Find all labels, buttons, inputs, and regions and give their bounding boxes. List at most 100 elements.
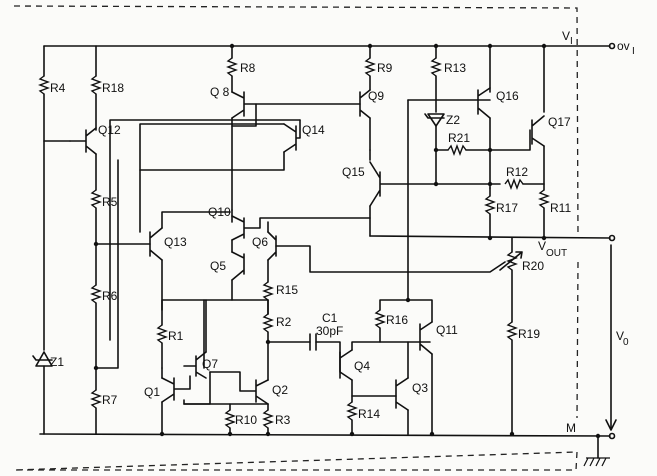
r16-lead-top <box>379 299 409 311</box>
junction-dot <box>405 297 411 303</box>
r2-resistor <box>262 313 274 333</box>
vi-out-label: ov <box>617 39 630 53</box>
r21-resistor <box>447 144 467 156</box>
feedback-wire <box>95 159 119 369</box>
z2-label: Z2 <box>446 113 460 127</box>
r10-label: R10 <box>235 413 257 427</box>
r2-label: R2 <box>276 315 292 329</box>
r14-resistor <box>346 401 358 421</box>
q5-label: Q5 <box>210 259 226 273</box>
r17-resistor <box>484 195 496 215</box>
q14-transistor <box>283 119 301 153</box>
q8-label: Q 8 <box>210 85 230 99</box>
ground-rail <box>39 433 611 437</box>
junction-dot <box>229 43 235 49</box>
q4-label: Q4 <box>354 359 370 373</box>
r21-lead-left <box>435 125 449 151</box>
junction-dot <box>541 235 547 241</box>
r21-label: R21 <box>448 131 470 145</box>
c1-lead-right <box>315 341 341 373</box>
q11-collector-wire <box>407 299 433 323</box>
q12-transistor <box>69 127 97 155</box>
r16-resistor <box>374 309 386 329</box>
junction-dot <box>265 339 271 345</box>
r9-label: R9 <box>377 61 393 75</box>
junction-dot <box>433 43 439 49</box>
c1-label: C1 <box>322 311 338 325</box>
vi-sub: I <box>570 36 573 47</box>
ground-terminal <box>608 432 616 440</box>
r20-resistor <box>506 251 518 271</box>
q4-transistor <box>339 349 353 381</box>
ground-symbol <box>583 457 610 467</box>
r1-resistor <box>156 324 168 344</box>
package-outline <box>13 5 579 471</box>
v0-arrow-head <box>605 419 617 431</box>
junction-dot <box>367 43 373 49</box>
junction-dot <box>429 431 435 437</box>
z1-label: Z1 <box>50 355 64 369</box>
q1-transistor <box>161 375 191 403</box>
q9-transistor <box>359 89 371 119</box>
q15-transistor <box>369 161 501 207</box>
r20-label: R20 <box>522 259 544 273</box>
vi-out-sub: I <box>632 46 635 57</box>
r4-resistor <box>38 75 50 95</box>
r9-resistor <box>364 57 376 77</box>
q2-transistor <box>209 371 269 405</box>
q10-label: Q10 <box>208 205 231 219</box>
junction-dot <box>541 43 547 49</box>
q1-q2-emitter-link <box>183 371 211 405</box>
r7-resistor <box>90 389 102 409</box>
m-label: M <box>566 421 576 435</box>
q14-emitter-wire <box>139 151 285 171</box>
q14-base-wire <box>109 119 301 341</box>
junction-dot <box>487 235 493 241</box>
r18-label: R18 <box>102 81 124 95</box>
r8-label: R8 <box>240 61 256 75</box>
c1-value: 30pF <box>316 324 343 338</box>
vout-sub: OUT <box>546 248 567 259</box>
r11-label: R11 <box>550 201 571 215</box>
q14-collector-wire <box>139 123 285 233</box>
q17-transistor <box>531 115 545 147</box>
q9-label: Q9 <box>368 89 384 103</box>
r3-resistor <box>262 409 274 429</box>
vout-terminal <box>608 234 616 242</box>
r20-wiper-arrow <box>499 251 523 271</box>
q3-transistor <box>395 377 409 411</box>
r5-resistor <box>90 189 102 209</box>
q13-label: Q13 <box>164 235 187 249</box>
junction-dot <box>595 433 601 439</box>
z2-zener <box>424 113 445 127</box>
r12-label: R12 <box>506 165 528 179</box>
junction-dot <box>487 181 493 187</box>
q14-label: Q14 <box>302 123 325 137</box>
q11-transistor <box>419 321 433 355</box>
q10-transistor <box>231 215 371 241</box>
q13-collector-wire <box>161 211 231 229</box>
q1-label: Q1 <box>144 385 160 399</box>
r12-resistor <box>504 178 524 190</box>
junction-dot <box>227 431 233 437</box>
q16-label: Q16 <box>496 89 519 103</box>
r14-label: R14 <box>358 407 380 421</box>
q7-label: Q7 <box>202 357 218 371</box>
q5-emitter-wire <box>161 279 233 311</box>
r16-label: R16 <box>386 313 408 327</box>
junction-dot <box>159 431 165 437</box>
junction-dot <box>349 431 355 437</box>
q17-base-wire <box>489 129 531 151</box>
r3-label: R3 <box>275 413 291 427</box>
vi-label: V <box>562 29 570 43</box>
q11-label: Q11 <box>436 323 458 337</box>
r13-label: R13 <box>444 61 466 75</box>
q13-transistor <box>149 227 163 261</box>
junction-dot <box>487 43 493 49</box>
r13-resistor <box>430 57 442 77</box>
v0-sub: 0 <box>623 337 629 348</box>
q4-collector-wire <box>351 341 431 351</box>
junction-dot <box>265 431 271 437</box>
r15-resistor <box>262 281 274 301</box>
